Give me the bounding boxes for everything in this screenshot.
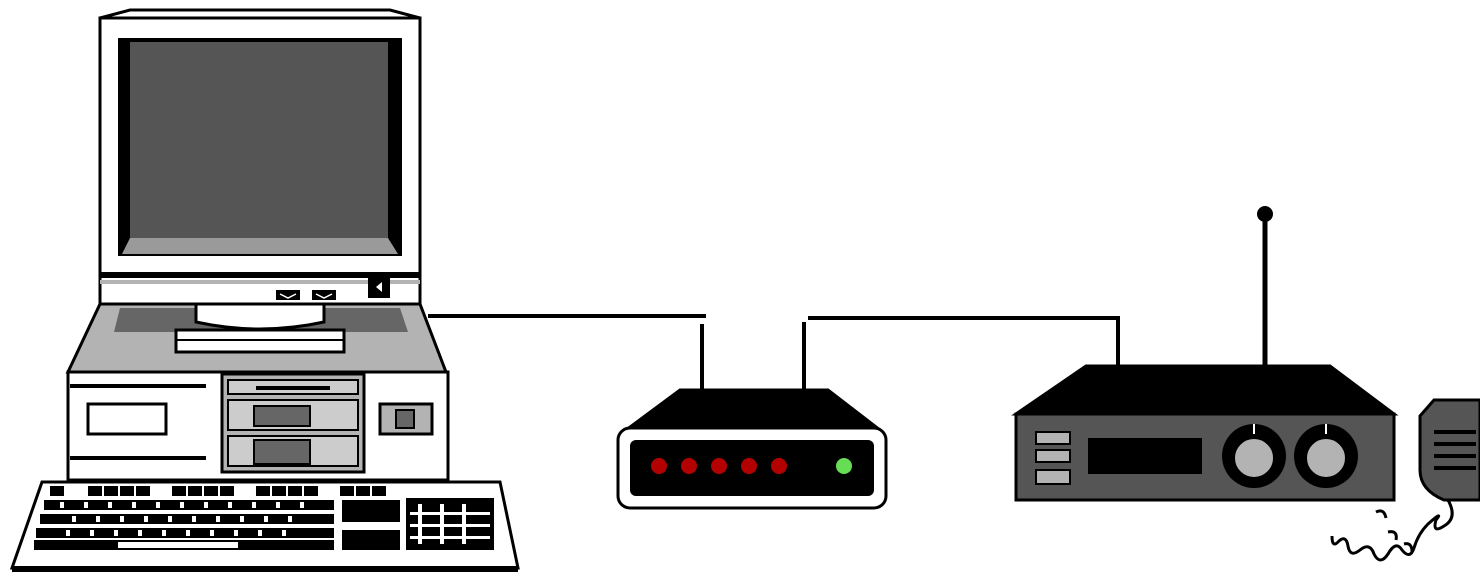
microphone-cord	[1332, 500, 1452, 560]
radio-button-icon	[1036, 450, 1070, 462]
keyboard-icon	[12, 482, 518, 572]
status-led-red	[681, 458, 697, 474]
monitor-screen	[130, 42, 388, 238]
desktop-computer-icon	[12, 10, 518, 572]
status-led-red	[651, 458, 667, 474]
system-unit	[68, 372, 448, 480]
connection-computer-modem	[428, 316, 706, 390]
antenna-icon	[1257, 206, 1273, 368]
status-led-red	[741, 458, 757, 474]
radio-knob-icon	[1294, 424, 1358, 488]
radio-transceiver-icon	[1016, 206, 1394, 500]
monitor	[100, 10, 420, 304]
radio-button-icon	[1036, 470, 1070, 484]
spacebar-icon	[118, 542, 238, 548]
radio-knob-icon	[1222, 424, 1286, 488]
status-led-red	[771, 458, 787, 474]
status-led-red	[711, 458, 727, 474]
radio-button-icon	[1036, 432, 1070, 444]
status-led-green	[836, 458, 852, 474]
drive-label	[88, 404, 166, 434]
modem-icon	[618, 390, 886, 508]
monitor-stand	[68, 304, 446, 372]
radio-display	[1088, 438, 1202, 474]
